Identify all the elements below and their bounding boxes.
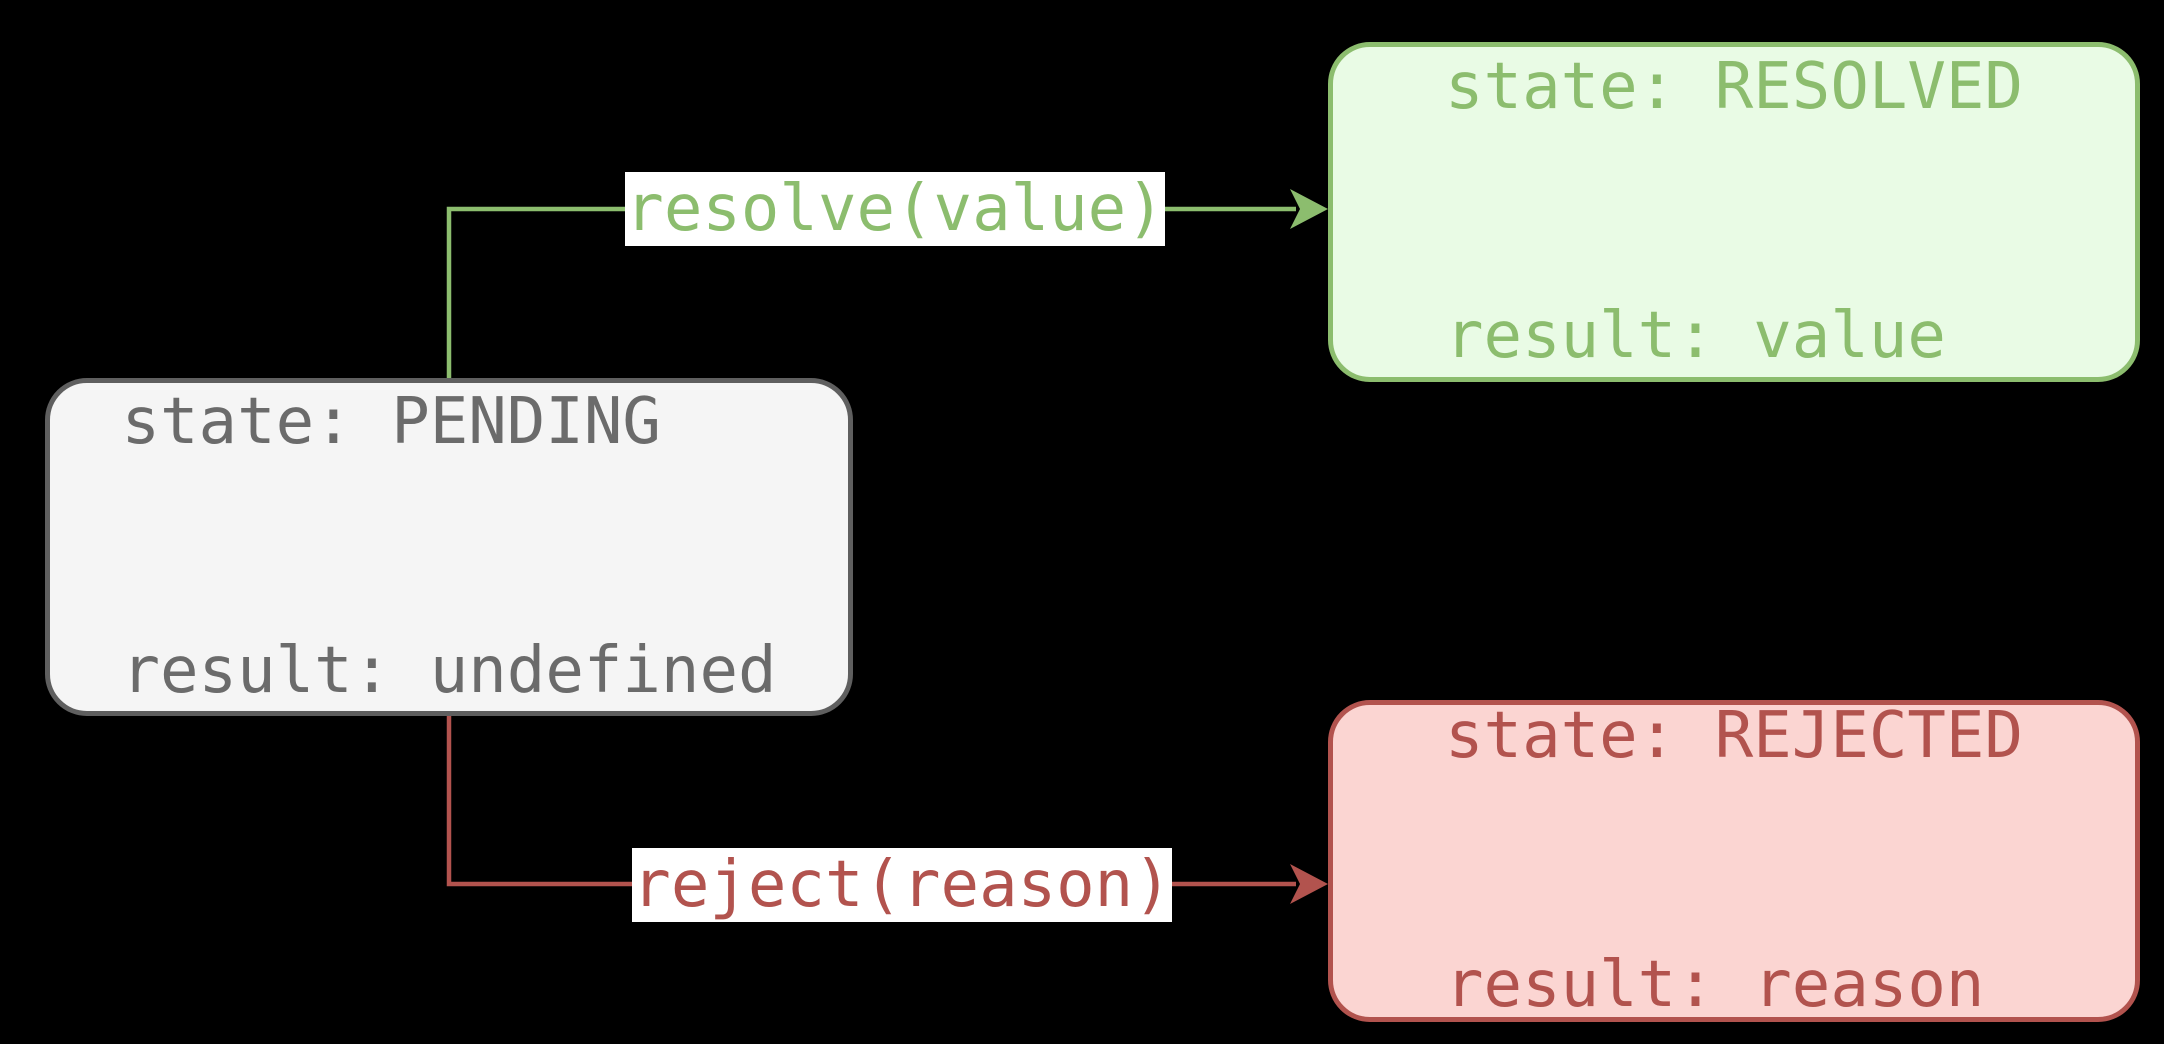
edge-label-reject: reject(reason) (632, 848, 1172, 922)
node-rejected: state: REJECTED result: reason (1328, 699, 2140, 1022)
node-pending: state: PENDING result: undefined (45, 378, 853, 716)
node-pending-text: state: PENDING result: undefined (121, 215, 776, 879)
node-resolved: state: RESOLVED result: value (1328, 42, 2140, 382)
resolved-result-line: result: value (1445, 299, 1946, 373)
pending-state-line: state: PENDING (121, 385, 661, 459)
reject-arrowhead-icon (1290, 864, 1328, 904)
resolved-state-line: state: RESOLVED (1445, 50, 2023, 124)
pending-result-line: result: undefined (121, 634, 777, 708)
edge-label-resolve: resolve(value) (625, 172, 1165, 246)
resolve-arrowhead-icon (1290, 189, 1328, 229)
node-rejected-text: state: REJECTED result: reason (1445, 529, 2023, 1044)
node-resolved-text: state: RESOLVED result: value (1445, 0, 2023, 544)
rejected-state-line: state: REJECTED (1445, 699, 2023, 773)
rejected-result-line: result: reason (1445, 948, 1985, 1022)
